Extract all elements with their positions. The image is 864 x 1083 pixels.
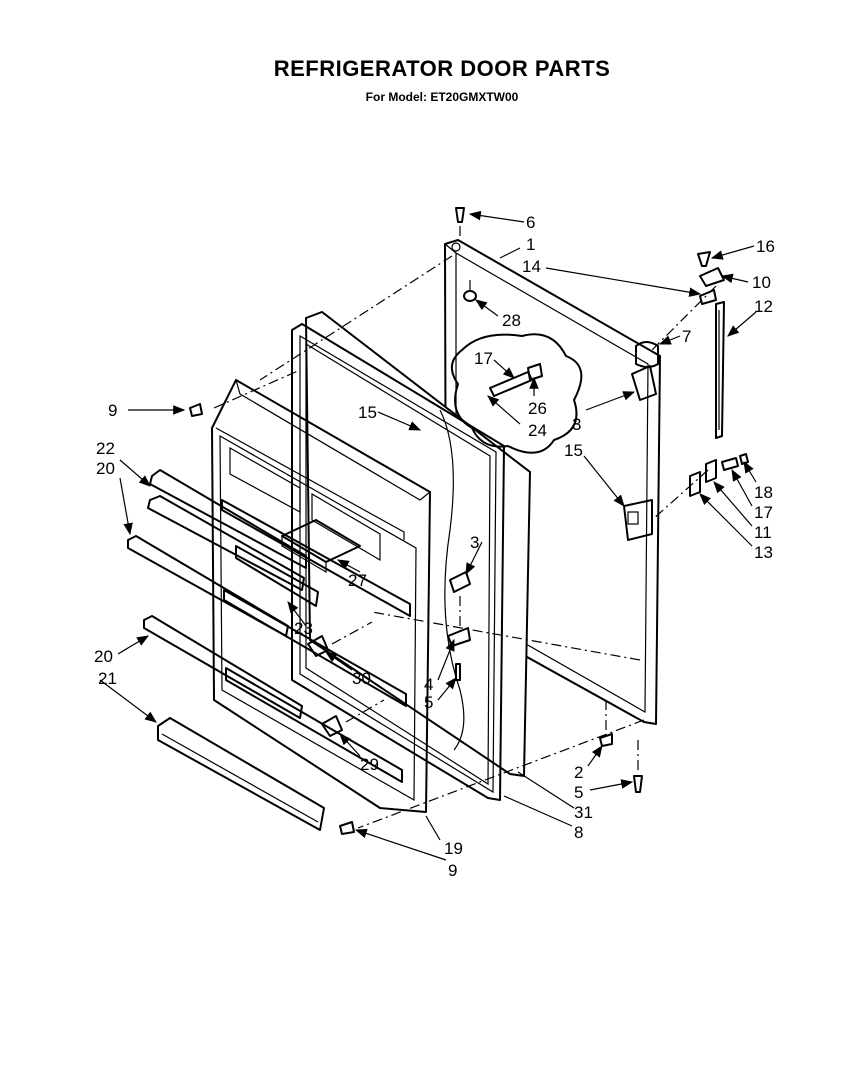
callout-4: 4 [424,675,433,694]
diagram-title: REFRIGERATOR DOOR PARTS [273,56,611,81]
callout-18: 18 [754,483,773,502]
callout-11: 11 [754,523,772,542]
callout-14: 14 [522,257,541,276]
callout-13: 13 [754,543,773,562]
callout-7: 7 [682,327,691,346]
callout-30: 30 [352,669,371,688]
callout-21: 21 [98,669,117,688]
door-shelves [127,469,343,831]
callout-17-right: 17 [754,503,773,522]
callout-27: 27 [348,571,367,590]
callout-3-center: 3 [470,533,479,552]
callout-28: 28 [502,311,521,330]
callout-17-detail: 17 [474,349,493,368]
callout-15-center: 15 [358,403,377,422]
callout-15-right: 15 [564,441,583,460]
callout-31: 31 [574,803,593,822]
callout-5-bottom: 5 [574,783,583,802]
callout-29: 29 [360,755,379,774]
callout-10: 10 [752,273,771,292]
foam-insulation-panel [304,310,532,778]
callout-24: 24 [528,421,547,440]
callout-5-center: 5 [424,693,433,712]
callout-26: 26 [528,399,547,418]
callout-20-bottom: 20 [94,647,113,666]
callout-23: 23 [294,619,313,638]
callout-9-bottom: 9 [448,861,457,880]
diagram-subtitle: For Model: ET20GMXTW00 [365,90,519,104]
callout-3-right: 3 [572,415,581,434]
callout-8: 8 [574,823,583,842]
callout-9-top: 9 [108,401,117,420]
callout-16: 16 [756,237,775,256]
leader-lines [99,210,757,861]
callout-20-top: 20 [96,459,115,478]
callout-19: 19 [444,839,463,858]
callout-6: 6 [526,213,535,232]
callout-2: 2 [574,763,583,782]
callout-22: 22 [96,439,115,458]
callout-12: 12 [754,297,773,316]
callout-1: 1 [526,235,535,254]
callout-labels: 6 1 16 14 10 12 28 7 17 26 24 9 15 3 15 … [94,213,775,880]
